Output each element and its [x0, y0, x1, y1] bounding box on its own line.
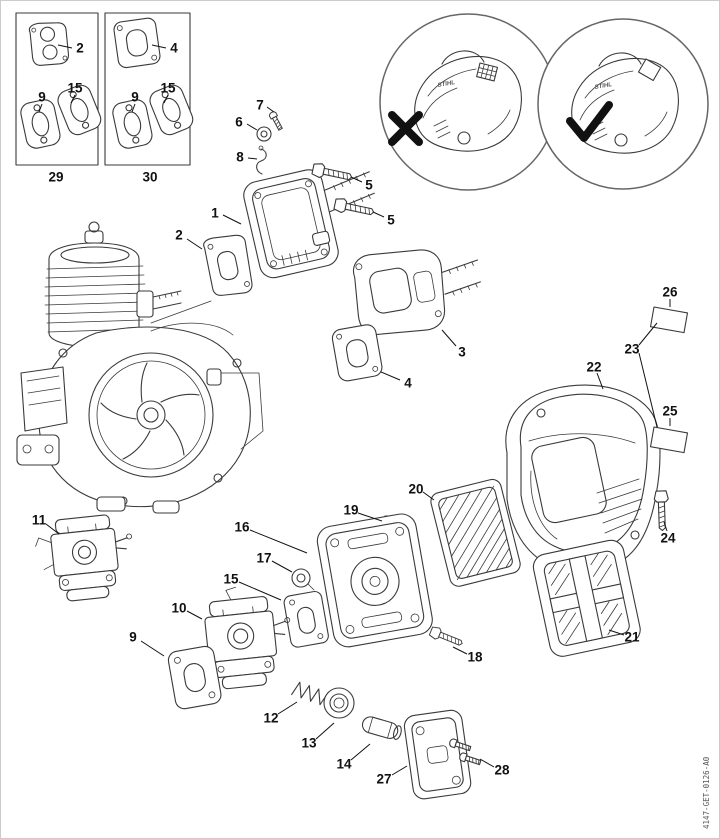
part-label-25 [649, 426, 689, 454]
drawing-number: 4147-GET-0126-A0 [702, 756, 711, 829]
part-screw-7 [267, 110, 285, 132]
part-air-filter-20 [430, 478, 521, 587]
part-label-26 [649, 306, 689, 334]
usage-note-right: STIHL [537, 18, 709, 190]
brand-logo: STIHL [594, 82, 612, 91]
part-gasket-4-inset [113, 17, 161, 69]
part-gasket-15-inset [54, 81, 105, 139]
part-airbox-base [316, 513, 433, 648]
part-gasket-9-inset [18, 97, 63, 151]
check-mark-icon [566, 101, 613, 142]
part-screw-24 [653, 490, 670, 532]
part-muffler [243, 169, 375, 279]
part-prefilter-21 [532, 539, 641, 657]
inset-box-30 [104, 12, 197, 166]
part-carburetor-11 [35, 514, 132, 602]
part-filter-housing-22 [505, 384, 661, 573]
brand-logo: STIHL [437, 80, 455, 89]
part-gasket-2 [203, 234, 253, 296]
part-coupler-13 [323, 687, 355, 719]
leader-lines [38, 44, 671, 776]
part-cover-27 [403, 709, 472, 800]
inset-box-29 [15, 12, 105, 166]
part-plug-17 [291, 568, 315, 591]
part-engine [16, 221, 264, 514]
deflector-icon [637, 58, 662, 82]
part-gasket-4 [331, 324, 383, 382]
part-elbow-14 [361, 716, 402, 740]
part-gasket-9 [167, 645, 222, 710]
part-spark-arrester [256, 110, 285, 175]
part-screw-5b [332, 196, 376, 220]
part-screw-18 [428, 625, 465, 650]
part-gasket-9-inset-b [110, 97, 155, 151]
part-gasket-2-inset [28, 22, 70, 66]
spark-arrester-screen-icon [476, 62, 499, 82]
part-bracket-3 [353, 249, 481, 335]
part-carburetor-10 [204, 586, 291, 690]
part-gasket-15-inset-b [146, 81, 197, 139]
x-mark-icon [388, 111, 423, 146]
usage-note-wrong: STIHL [379, 13, 557, 191]
